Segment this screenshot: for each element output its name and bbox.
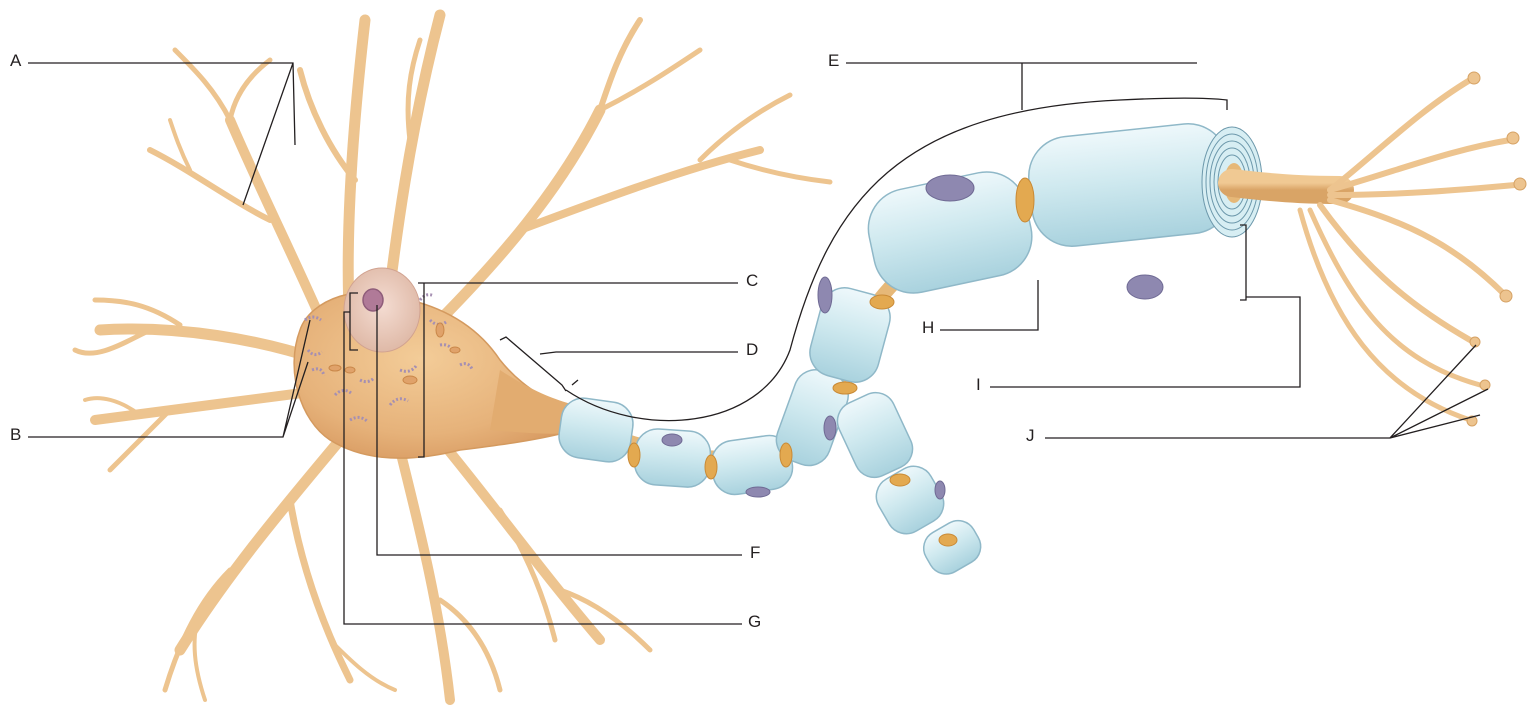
dendrite-branch	[100, 329, 320, 360]
nucleus	[344, 268, 420, 352]
dendrite-branch	[560, 590, 650, 650]
leader-line-i	[990, 225, 1300, 387]
schwann-cell-nucleus	[818, 277, 832, 313]
dendrite-branch	[95, 300, 180, 325]
label-h: H	[920, 318, 936, 338]
dendrite-branch	[230, 60, 270, 120]
node-of-ranvier	[780, 443, 792, 467]
node-of-ranvier	[890, 474, 910, 486]
synaptic-knob	[1468, 72, 1480, 84]
terminal-branch	[1330, 80, 1470, 190]
mitochondrion	[450, 347, 460, 353]
synaptic-knob	[1500, 290, 1512, 302]
mitochondrion	[329, 365, 341, 371]
node-of-ranvier	[628, 443, 640, 467]
schwann-cell-nucleus	[926, 175, 974, 201]
terminal-branch	[1330, 185, 1515, 195]
schwann-cell-nucleus	[824, 416, 836, 440]
label-j: J	[1024, 426, 1037, 446]
dendrite-branch	[730, 160, 830, 182]
cell-body	[294, 292, 575, 458]
label-b: B	[8, 425, 23, 445]
mitochondrion	[436, 323, 444, 337]
schwann-cell-nucleus	[746, 487, 770, 497]
node-of-ranvier	[705, 455, 717, 479]
dendrite-branch	[440, 440, 600, 640]
label-e: E	[826, 51, 841, 71]
synaptic-knob	[1480, 380, 1490, 390]
nissl-body	[420, 295, 434, 300]
schwann-cell-nucleus	[1127, 275, 1163, 299]
dendrite-branch	[180, 440, 340, 650]
leader-line-d	[500, 337, 738, 391]
label-c: C	[744, 271, 760, 291]
schwann-cell-nucleus	[662, 434, 682, 446]
axon-terminal-trunk	[1232, 183, 1340, 190]
mitochondrion	[403, 376, 417, 384]
axon-terminal	[1232, 80, 1515, 420]
label-i: I	[974, 375, 983, 395]
dendrite-branch	[400, 450, 450, 700]
dendrite-branch	[600, 50, 700, 110]
schwann-cell-nucleus	[935, 481, 945, 499]
synaptic-knob	[1514, 178, 1526, 190]
leader-line-h	[940, 280, 1038, 330]
terminal-branch	[1310, 210, 1480, 385]
dendrite-branch	[430, 110, 600, 330]
node-of-ranvier	[833, 382, 857, 394]
myelin-sheath-segments	[556, 120, 1235, 581]
label-g: G	[746, 612, 763, 632]
node-of-ranvier	[870, 295, 894, 309]
myelinated-axon	[556, 120, 1262, 581]
dendrite-branch	[230, 120, 330, 340]
dendrite-branch	[175, 50, 230, 120]
dendrite-branch	[600, 20, 640, 110]
synaptic-knob	[1507, 132, 1519, 144]
node-of-ranvier	[939, 534, 957, 546]
label-f: F	[748, 543, 762, 563]
label-d: D	[744, 340, 760, 360]
node-of-ranvier	[1016, 178, 1034, 222]
synaptic-knobs	[1467, 72, 1526, 426]
label-a: A	[8, 51, 23, 71]
leader-line-b	[28, 320, 310, 437]
nucleolus	[363, 289, 383, 311]
mitochondrion	[345, 367, 355, 373]
